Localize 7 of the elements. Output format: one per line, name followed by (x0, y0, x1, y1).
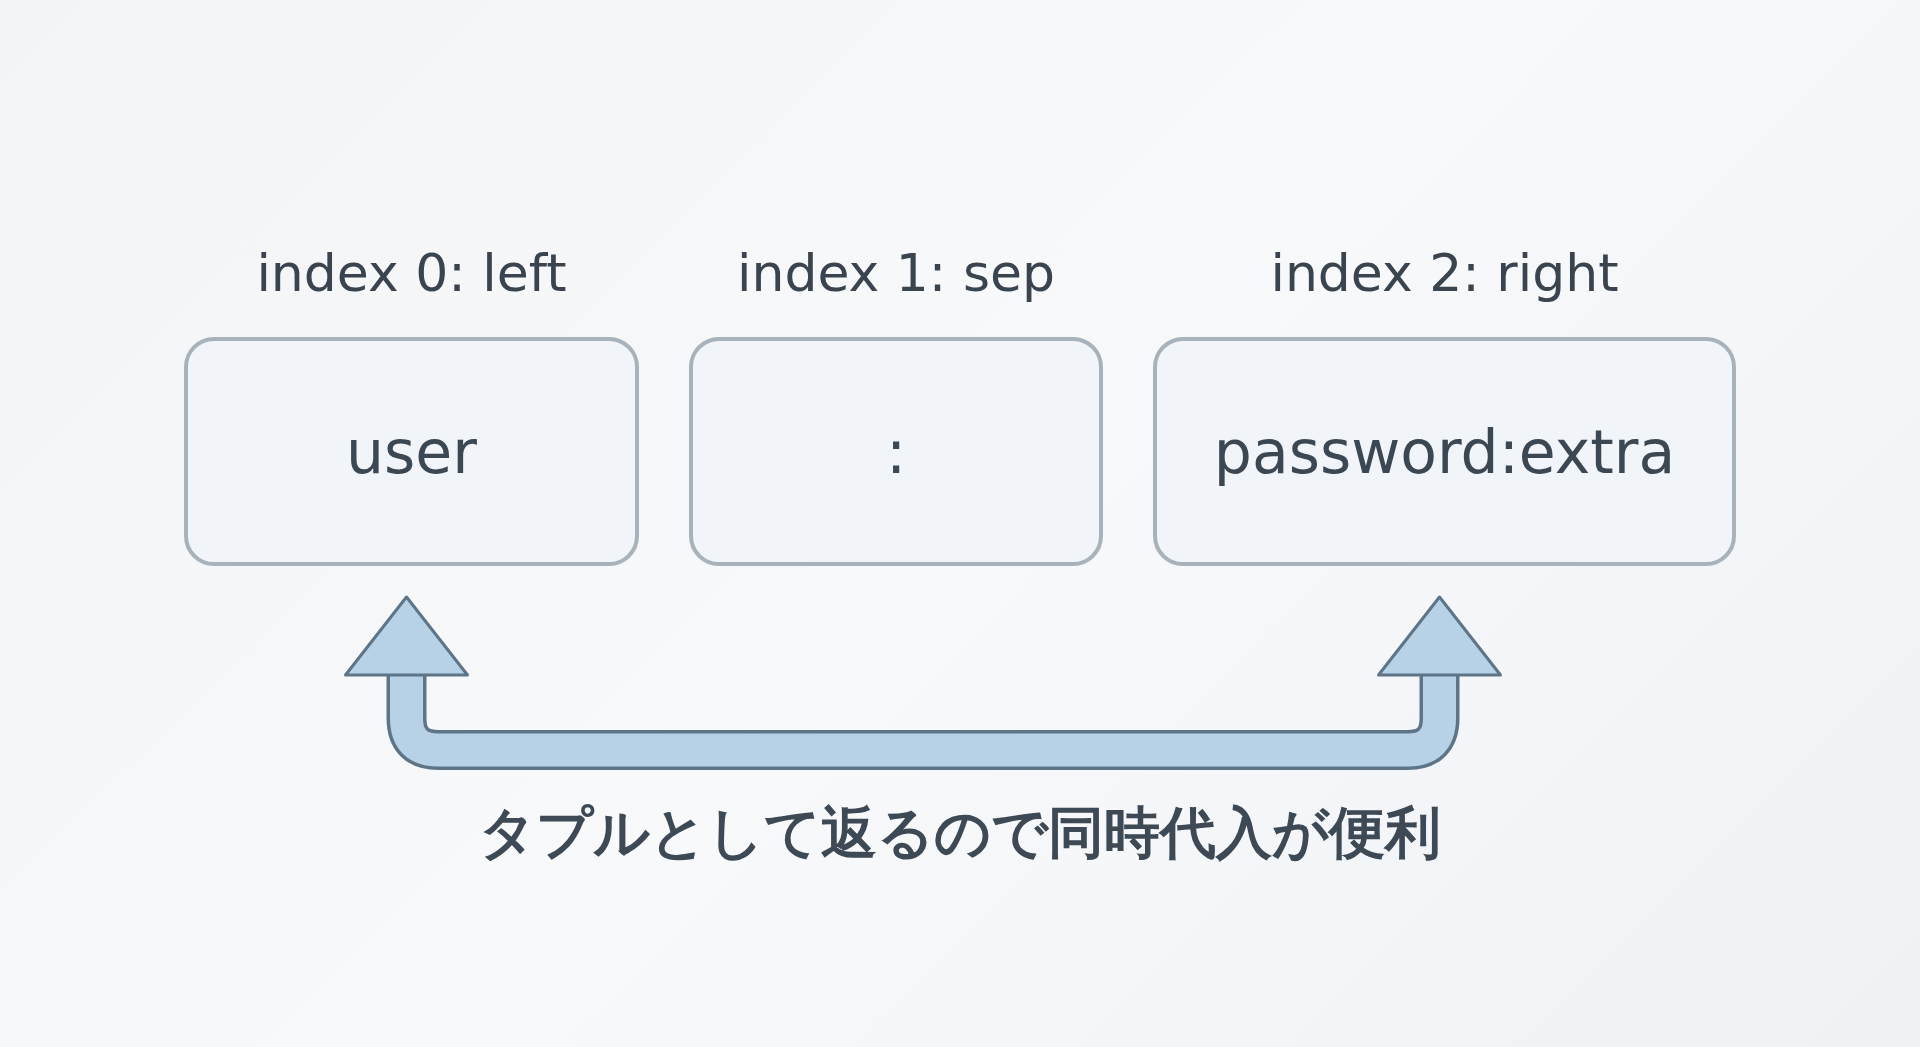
value-text: password:extra (1213, 416, 1676, 487)
caption-text: タプルとして返るので同時代入が便利 (479, 799, 1441, 867)
index-label: index 2: right (1270, 243, 1619, 303)
index-label: index 0: left (256, 243, 567, 303)
value-text: user (346, 416, 477, 487)
value-text: : (885, 416, 907, 487)
index-label: index 1: sep (737, 243, 1055, 303)
